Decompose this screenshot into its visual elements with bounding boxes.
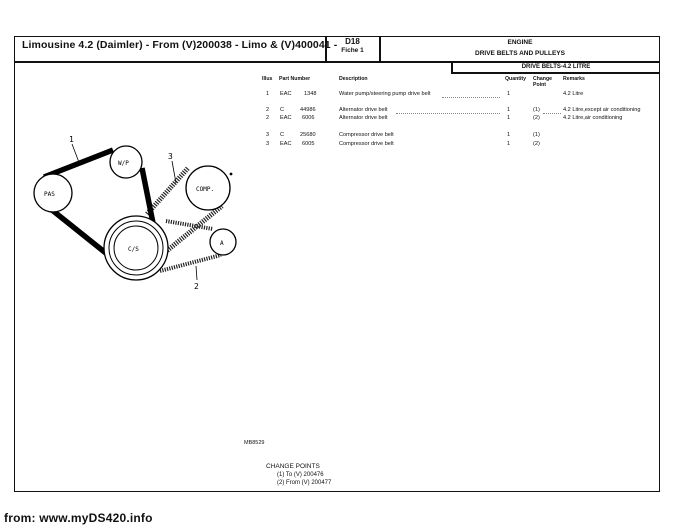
alternator-label: A (220, 240, 224, 247)
row2-number: 44986 (300, 107, 316, 113)
subgroup-title: DRIVE BELTS AND PULLEYS (475, 50, 565, 57)
figure-reference: MB8529 (244, 440, 265, 446)
row4-illus: 3 (266, 132, 270, 138)
leader-dots (442, 97, 500, 98)
panel-rule (451, 72, 660, 74)
callout-1-leader (71, 143, 81, 166)
row3-prefix: EAC (280, 115, 292, 121)
fiche-label: Fiche 1 (341, 47, 364, 54)
row4-number: 25680 (300, 132, 316, 138)
compressor-pulley (185, 165, 231, 211)
row2-prefix: C (280, 107, 285, 113)
row2-illus: 2 (266, 107, 270, 113)
header-divider (325, 36, 327, 62)
col-change-point: Change Point (533, 76, 553, 88)
callout-3-leader (171, 160, 177, 184)
row5-illus: 3 (266, 141, 270, 147)
row4-change: (1) (533, 132, 540, 138)
row2-quantity: 1 (507, 107, 511, 113)
row2-description: Alternator drive belt (339, 107, 388, 113)
row1-remarks: 4.2 Litre (563, 91, 584, 97)
panel-divider (451, 61, 453, 73)
row3-description: Alternator drive belt (339, 115, 388, 121)
crankshaft-pulley (103, 215, 169, 281)
pas-pulley (33, 173, 73, 213)
col-remarks: Remarks (563, 76, 585, 82)
row5-description: Compressor drive belt (339, 141, 394, 147)
row4-description: Compressor drive belt (339, 132, 394, 138)
page-frame (14, 36, 660, 492)
row1-illus: 1 (266, 91, 270, 97)
change-point-1: (1) To (V) 200476 (277, 472, 324, 478)
col-part-number: Part Number (279, 76, 311, 82)
water-pump-pulley (109, 145, 143, 179)
row2-change: (1) (533, 107, 540, 113)
change-point-2: (2) From (V) 200477 (277, 480, 332, 486)
change-points-title: CHANGE POINTS (266, 463, 320, 470)
row1-prefix: EAC (280, 91, 292, 97)
leader-dots (396, 113, 500, 114)
header-rule (14, 61, 660, 63)
leader-dots (543, 113, 561, 114)
water-pump-belt (42, 147, 157, 261)
col-quantity: Quantity (505, 76, 527, 82)
row3-quantity: 1 (507, 115, 511, 121)
col-illus: Illus (262, 76, 273, 82)
water-pump-label: W/P (118, 160, 129, 167)
compressor-mark (229, 172, 233, 176)
source-watermark: from: www.myDS420.info (4, 511, 153, 525)
callout-3: 3 (168, 152, 173, 161)
col-description: Description (339, 76, 368, 82)
callout-2-leader (195, 265, 198, 281)
row4-quantity: 1 (507, 132, 511, 138)
row3-change: (2) (533, 115, 540, 121)
row4-prefix: C (280, 132, 285, 138)
alternator-pulley (209, 228, 237, 256)
pas-label: PAS (44, 191, 55, 198)
page-title: Limousine 4.2 (Daimler) - From (V)200038… (22, 39, 338, 51)
row5-change: (2) (533, 141, 540, 147)
row1-number: 1348 (304, 91, 317, 97)
row5-prefix: EAC (280, 141, 292, 147)
row3-illus: 2 (266, 115, 270, 121)
compressor-belt (145, 166, 224, 260)
row5-number: 6005 (302, 141, 315, 147)
row2-remarks: 4.2 Litre,except air conditioning (563, 107, 641, 113)
header-divider (379, 36, 381, 62)
panel-title: DRIVE BELTS-4.2 LITRE (521, 63, 591, 70)
row3-remarks: 4.2 Litre,air conditioning (563, 115, 623, 121)
callout-1: 1 (69, 135, 74, 144)
group-title: ENGINE (507, 39, 533, 46)
row1-description: Water pump/steering pump drive belt (339, 91, 431, 97)
row5-quantity: 1 (507, 141, 511, 147)
compressor-label: COMP. (196, 186, 214, 193)
callout-2: 2 (194, 282, 199, 291)
row3-number: 6006 (302, 115, 315, 121)
row1-quantity: 1 (507, 91, 511, 97)
section-code: D18 (345, 37, 360, 46)
alternator-belt (159, 219, 222, 273)
crankshaft-label: C/S (128, 246, 139, 253)
